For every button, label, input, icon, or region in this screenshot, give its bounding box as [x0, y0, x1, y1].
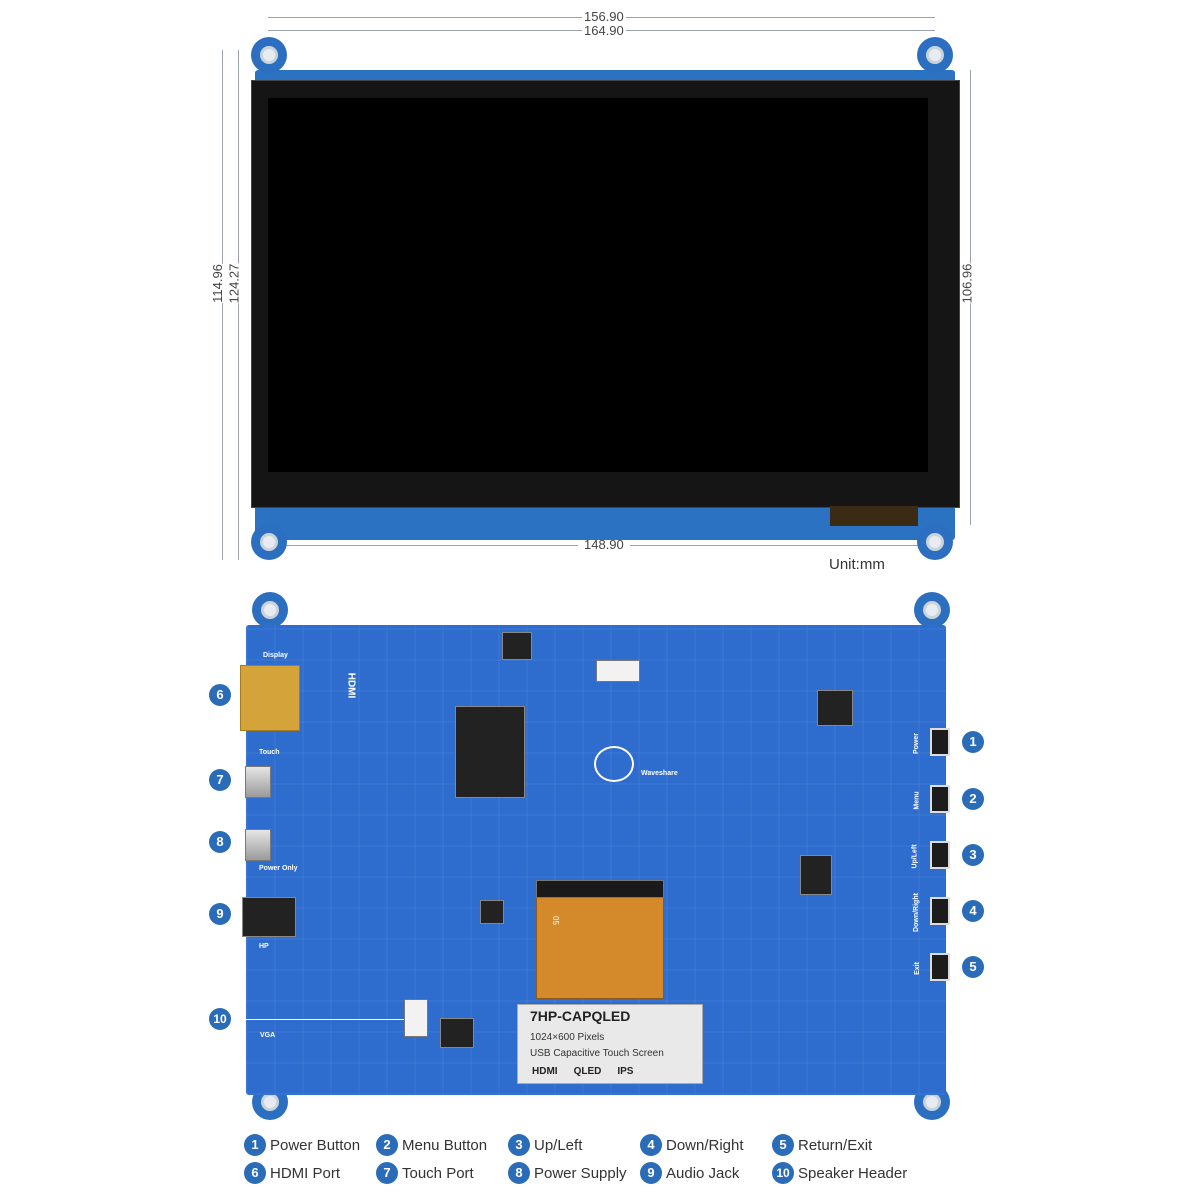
main-chip: [455, 706, 525, 798]
mount-hole-icon: [251, 37, 287, 73]
legend-number: 6: [244, 1162, 266, 1184]
silk-vga: VGA: [260, 1032, 276, 1039]
speaker-header: [404, 999, 428, 1037]
marker-3: 3: [962, 844, 984, 866]
small-chip: [440, 1018, 474, 1048]
small-chip: [480, 900, 504, 924]
mount-hole-icon: [917, 524, 953, 560]
callout-line-10: [231, 1019, 404, 1020]
power-usb-port: [245, 829, 271, 861]
ffc-connector: [536, 880, 664, 898]
display-screen: [268, 98, 928, 472]
silk-menu: Menu: [913, 791, 921, 810]
menu-button: [930, 785, 950, 813]
connector-white: [596, 660, 640, 682]
ips-logo: IPS: [617, 1066, 634, 1077]
mount-hole-icon: [917, 37, 953, 73]
legend-number: 4: [640, 1134, 662, 1156]
hdmi-port: [240, 665, 300, 731]
ffc-cable: 05: [536, 895, 664, 999]
legend-text: Up/Left: [534, 1136, 583, 1154]
legend-text: Touch Port: [402, 1164, 474, 1182]
label-logos: HDMI QLED IPS: [532, 1066, 633, 1077]
silk-power-only: Power Only: [259, 865, 298, 872]
legend-number: 10: [772, 1162, 794, 1184]
silk-touch: Touch: [259, 749, 280, 756]
dim-outer-width: 164.90: [582, 23, 626, 38]
dim-inner-height: 114.96: [209, 264, 225, 303]
mount-hole-icon: [252, 592, 288, 628]
power-button: [930, 728, 950, 756]
marker-5: 5: [962, 956, 984, 978]
waveshare-logo: [594, 746, 634, 782]
product-label: 7HP-CAPQLED 1024×600 Pixels USB Capaciti…: [517, 1004, 703, 1084]
marker-4: 4: [962, 900, 984, 922]
ffc-tab: [830, 506, 918, 526]
up-left-button: [930, 841, 950, 869]
small-chip: [800, 855, 832, 895]
legend-text: Power Button: [270, 1136, 361, 1154]
legend-text: Menu Button: [402, 1136, 488, 1154]
mount-hole-icon: [251, 524, 287, 560]
hdmi-logo: HDMI: [532, 1066, 558, 1077]
marker-2: 2: [962, 788, 984, 810]
marker-1: 1: [962, 731, 984, 753]
silk-up-left: Up/Left: [911, 844, 919, 869]
silk-display: Display: [263, 652, 288, 659]
exit-button: [930, 953, 950, 981]
silk-exit: Exit: [913, 962, 921, 975]
legend-text: Speaker Header: [798, 1164, 908, 1182]
down-right-button: [930, 897, 950, 925]
marker-7: 7: [209, 769, 231, 791]
legend-number: 3: [508, 1134, 530, 1156]
silk-down-right: Down/Right: [912, 893, 920, 932]
label-line1: 1024×600 Pixels: [530, 1032, 605, 1043]
silk-power: Power: [913, 732, 921, 755]
silk-hdmi: HDMI: [345, 672, 357, 699]
legend-number: 1: [244, 1134, 266, 1156]
touch-usb-port: [245, 766, 271, 798]
marker-6: 6: [209, 684, 231, 706]
legend-text: Power Supply: [534, 1164, 627, 1182]
small-chip: [502, 632, 532, 660]
ffc-marking: 05: [550, 916, 560, 925]
dim-right-height: 106.96: [959, 263, 975, 304]
marker-10: 10: [209, 1008, 231, 1030]
dim-bottom-width: 148.90: [578, 537, 630, 552]
legend-number: 8: [508, 1162, 530, 1184]
label-line2: USB Capacitive Touch Screen: [530, 1048, 664, 1059]
dim-line-left-inner: [238, 50, 239, 560]
silk-hp: HP: [259, 943, 269, 950]
legend-number: 2: [376, 1134, 398, 1156]
unit-label: Unit:mm: [829, 556, 885, 573]
legend-text: Return/Exit: [798, 1136, 873, 1154]
legend-number: 9: [640, 1162, 662, 1184]
legend-text: Down/Right: [666, 1136, 744, 1154]
legend-number: 7: [376, 1162, 398, 1184]
dim-inner-width: 156.90: [582, 9, 626, 24]
audio-jack: [242, 897, 296, 937]
silk-brand: Waveshare: [641, 770, 678, 777]
legend-text: Audio Jack: [666, 1164, 740, 1182]
legend-text: HDMI Port: [270, 1164, 341, 1182]
mount-hole-icon: [914, 592, 950, 628]
legend-number: 5: [772, 1134, 794, 1156]
dim-outer-height: 124.27: [226, 263, 242, 304]
secondary-chip: [817, 690, 853, 726]
marker-9: 9: [209, 903, 231, 925]
marker-8: 8: [209, 831, 231, 853]
qled-logo: QLED: [573, 1066, 602, 1077]
dim-line-left-outer: [222, 50, 223, 560]
label-title: 7HP-CAPQLED: [530, 1008, 631, 1024]
